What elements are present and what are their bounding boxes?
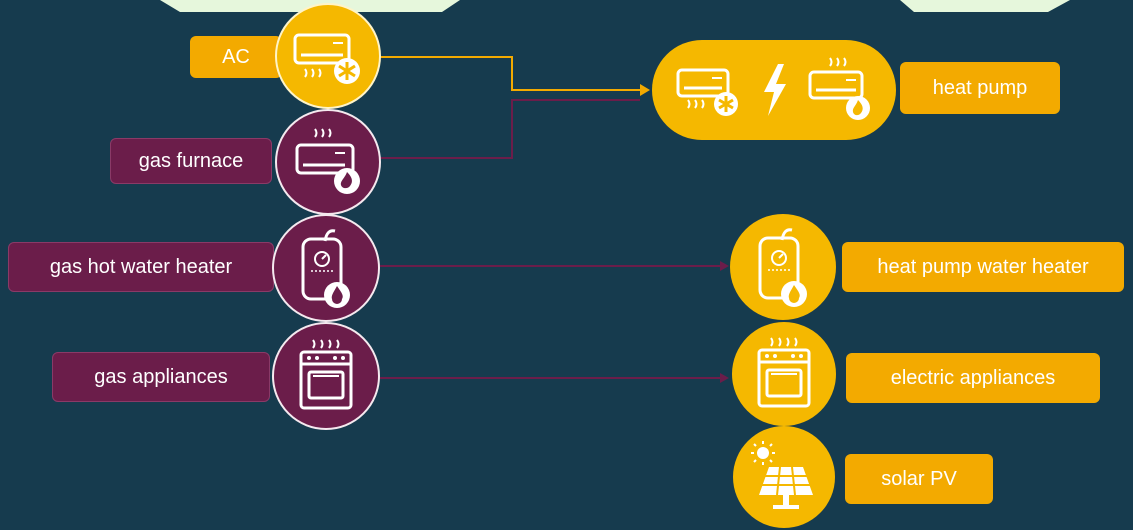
arrowhead-water-heater [720,261,729,271]
circle-electric-appliances [732,322,836,426]
connector-ac [380,56,640,91]
label-gas-furnace: gas furnace [110,138,272,184]
label-ac: AC [190,36,282,78]
stove-oven-icon [299,339,353,410]
air-conditioner-cooling-icon [293,33,360,84]
stove-oven-icon [757,337,811,408]
water-heater-icon [758,228,807,307]
label-heat-pump-water-heater: heat pump water heater [842,242,1124,292]
air-conditioner-heating-icon [808,57,870,120]
circle-heat-pump-water-heater [730,214,836,320]
arrowhead-appliances [720,373,729,383]
label-solar-pv: solar PV [845,454,993,504]
circle-gas-hot-water-heater [272,214,380,322]
solar-panel-icon [751,441,813,509]
water-heater-icon [301,229,350,308]
lightning-bolt-icon [764,64,786,116]
circle-solar-pv [733,426,835,528]
connector-gas-furnace [380,99,640,159]
circle-gas-furnace [275,109,381,215]
air-conditioner-heating-icon [295,128,360,194]
label-electric-appliances: electric appliances [846,353,1100,403]
top-right-decoration [900,0,1070,12]
circle-ac [275,3,381,109]
label-heat-pump: heat pump [900,62,1060,114]
heat-pump-pill [652,40,896,140]
label-gas-hot-water-heater: gas hot water heater [8,242,274,292]
air-conditioner-cooling-icon [676,68,738,116]
label-gas-appliances: gas appliances [52,352,270,402]
arrowhead-ac [640,84,650,96]
circle-gas-appliances [272,322,380,430]
